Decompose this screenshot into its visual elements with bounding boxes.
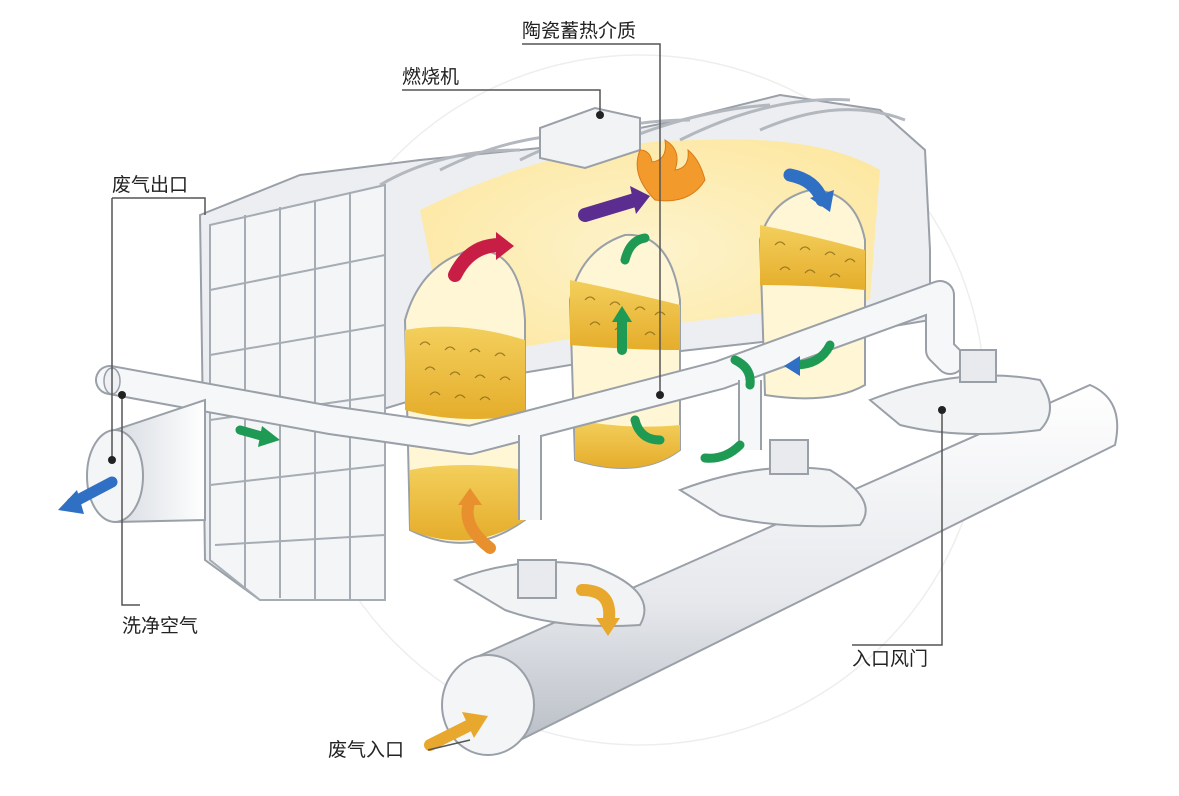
purge-air-pipe <box>95 280 965 520</box>
label-exhaust-inlet: 废气入口 <box>328 739 405 761</box>
label-burner: 燃烧机 <box>402 66 460 88</box>
leader-lines <box>111 43 943 751</box>
ceramic-media <box>405 225 865 541</box>
exhaust-outlet-pipe <box>86 398 206 524</box>
flow-arrow-icon <box>58 168 835 751</box>
label-exhaust-outlet: 废气出口 <box>112 174 189 196</box>
label-purge-air: 洗净空气 <box>122 615 199 637</box>
inlet-dampers <box>452 349 1051 627</box>
leader-dots <box>108 111 946 464</box>
inlet-main-pipe <box>441 383 1119 756</box>
label-inlet-damper: 入口风门 <box>852 648 929 670</box>
label-ceramic-media: 陶瓷蓄热介质 <box>522 20 637 42</box>
